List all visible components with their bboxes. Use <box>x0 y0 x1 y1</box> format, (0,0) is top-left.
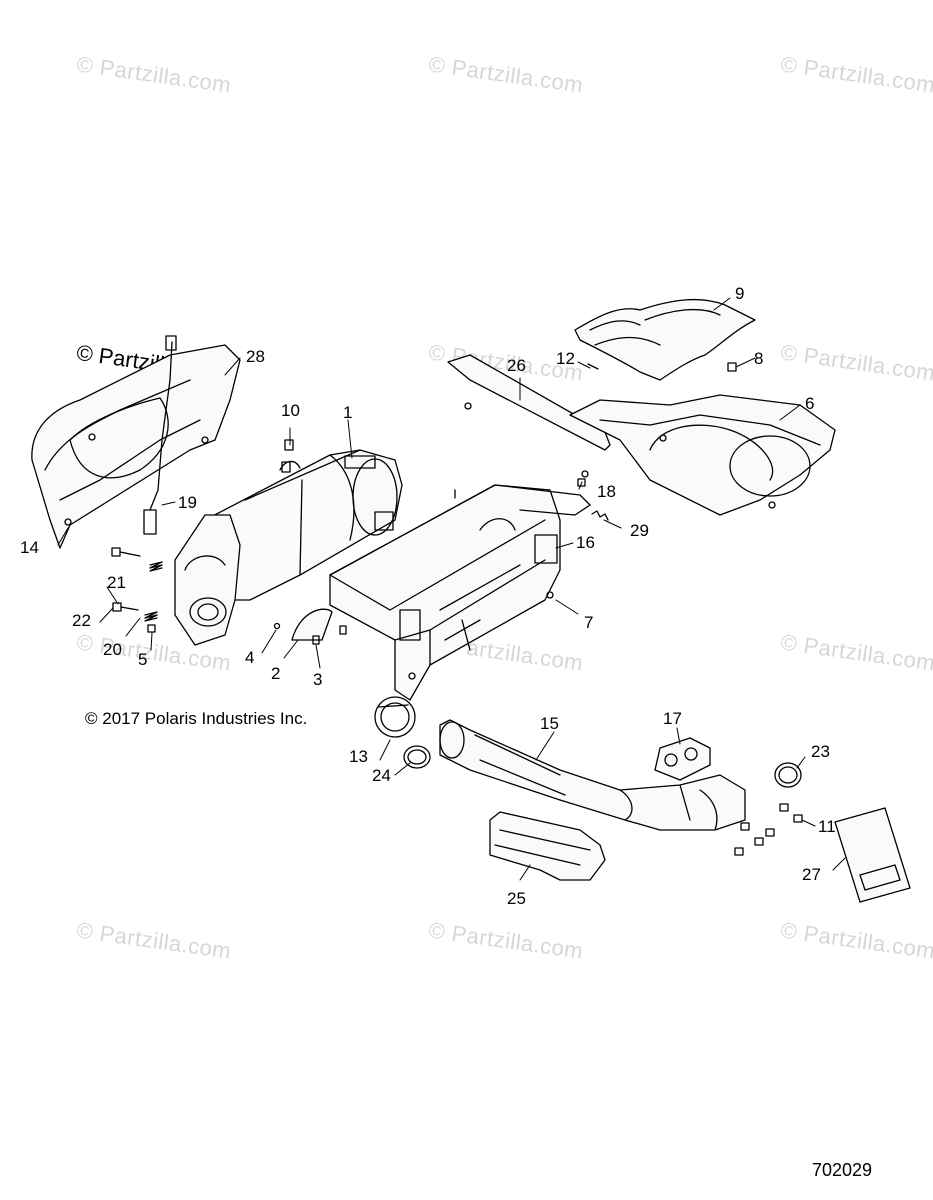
callout-13: 13 <box>349 747 368 766</box>
callout-4: 4 <box>245 648 255 667</box>
part-7-upper-plate <box>329 484 591 576</box>
callout-14: 14 <box>20 538 39 557</box>
callout-6: 6 <box>805 394 815 413</box>
callout-20: 20 <box>103 640 122 659</box>
part-23-clamp <box>774 762 802 788</box>
callout-24: 24 <box>372 766 391 785</box>
part-27-plate <box>834 807 911 903</box>
callout-8: 8 <box>754 349 764 368</box>
leader-lines <box>57 297 846 881</box>
callout-15: 15 <box>540 714 559 733</box>
part-14-heat-shield <box>31 344 241 549</box>
part-9-plate <box>574 298 756 381</box>
callout-3: 3 <box>313 670 323 689</box>
callout-21: 21 <box>107 573 126 592</box>
part-7-heat-shield <box>329 484 561 701</box>
part-6-shield <box>569 394 836 516</box>
callout-19: 19 <box>178 493 197 512</box>
callout-28: 28 <box>246 347 265 366</box>
muffler-inlet-flange <box>174 514 241 646</box>
copyright-notice: © 2017 Polaris Industries Inc. <box>85 709 308 728</box>
callout-29: 29 <box>630 521 649 540</box>
part-24-clamp <box>403 745 431 769</box>
document-number: 702029 <box>812 1160 873 1180</box>
callout-7: 7 <box>584 613 594 632</box>
callout-25: 25 <box>507 889 526 908</box>
callout-26: 26 <box>507 356 526 375</box>
callout-16: 16 <box>576 533 595 552</box>
callout-1: 1 <box>343 403 353 422</box>
part-2-cap <box>273 608 347 645</box>
callout-9: 9 <box>735 284 745 303</box>
callout-27: 27 <box>802 865 821 884</box>
callout-12: 12 <box>556 349 575 368</box>
callout-11: 11 <box>818 817 836 836</box>
callout-22: 22 <box>72 611 91 630</box>
callout-17: 17 <box>663 709 682 728</box>
part-26-strip <box>447 354 611 478</box>
part-13-clamp <box>374 696 416 738</box>
part-11-bolts <box>734 803 803 856</box>
part-17-gasket <box>654 737 711 781</box>
part-28-sensor <box>143 335 177 535</box>
callout-5: 5 <box>138 650 148 669</box>
part-15-head-pipe <box>439 719 746 831</box>
part-25-shield <box>489 811 606 881</box>
callout-10: 10 <box>281 401 300 420</box>
callout-2: 2 <box>271 664 281 683</box>
callout-18: 18 <box>597 482 616 501</box>
callout-23: 23 <box>811 742 830 761</box>
